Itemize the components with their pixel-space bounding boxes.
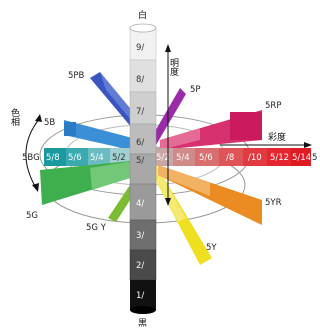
hue-label-5gy: 5G Y — [86, 223, 107, 233]
chroma-label-left-6: 5/6 — [68, 153, 82, 163]
chroma-axis-label: 彩度 — [268, 131, 286, 143]
hue-labels: 5PB 5P 5B 5RP 5BG 5 5G 5G Y 5Y 5YR — [22, 71, 317, 253]
chroma-label-left-2: 5/2 — [112, 153, 126, 163]
hue-label-5b: 5B — [44, 118, 55, 128]
hue-label-5bg: 5BG — [22, 153, 40, 163]
value-cylinder — [129, 23, 157, 314]
black-label: 黒 — [138, 318, 147, 329]
wedge-5rp — [160, 110, 262, 150]
value-axis-indicator — [165, 44, 171, 206]
hue-axis-indicator — [25, 114, 42, 192]
hue-label-5g: 5G — [26, 211, 38, 221]
wedge-5yr — [158, 165, 262, 225]
hue-label-5y: 5Y — [206, 243, 217, 253]
wedge-5b — [64, 120, 140, 152]
right-chroma-labels: 5/2 5/4 5/6 /8 /10 5/12 5/14 — [156, 153, 311, 163]
value-label-8: 8/ — [136, 75, 144, 85]
value-label-3: 3/ — [136, 231, 144, 241]
value-label-6: 6/ — [136, 138, 144, 148]
chroma-label-right-4: 5/4 — [176, 153, 190, 163]
chroma-label-right-12: 5/12 — [270, 153, 289, 163]
chroma-label-left-8: 5/8 — [46, 153, 60, 163]
value-axis-label: 明度 — [168, 58, 179, 77]
value-label-9: 9/ — [136, 43, 144, 53]
hue-label-5rp: 5RP — [265, 101, 281, 111]
value-step-labels: 9/ 8/ 7/ 6/ 5/ 4/ 3/ 2/ 1/ — [136, 43, 144, 301]
value-label-4: 4/ — [136, 199, 144, 209]
right-chroma-strip — [155, 148, 311, 166]
hue-label-5yr: 5YR — [265, 198, 282, 208]
value-label-1: 1/ — [136, 291, 144, 301]
chroma-label-right-2: 5/2 — [156, 153, 170, 163]
value-label-5: 5/ — [136, 156, 144, 166]
chroma-label-left-4: 5/4 — [90, 153, 104, 163]
hue-axis-label: 色相 — [9, 107, 20, 127]
chroma-label-right-14: 5/14 — [292, 153, 311, 163]
hue-label-5pb: 5PB — [68, 71, 85, 81]
white-label: 白 — [138, 9, 147, 21]
chroma-label-right-8: /8 — [226, 153, 234, 163]
left-chroma-labels: 5/8 5/6 5/4 5/2 — [46, 153, 126, 163]
wedge-5g — [40, 160, 140, 205]
chroma-label-right-10: /10 — [248, 153, 262, 163]
hue-label-5p: 5P — [190, 85, 201, 95]
value-label-7: 7/ — [136, 107, 144, 117]
chroma-label-right-6: 5/6 — [199, 153, 213, 163]
chroma-axis-indicator — [220, 142, 312, 148]
hue-label-5r: 5 — [312, 153, 317, 163]
value-label-2: 2/ — [136, 261, 144, 271]
